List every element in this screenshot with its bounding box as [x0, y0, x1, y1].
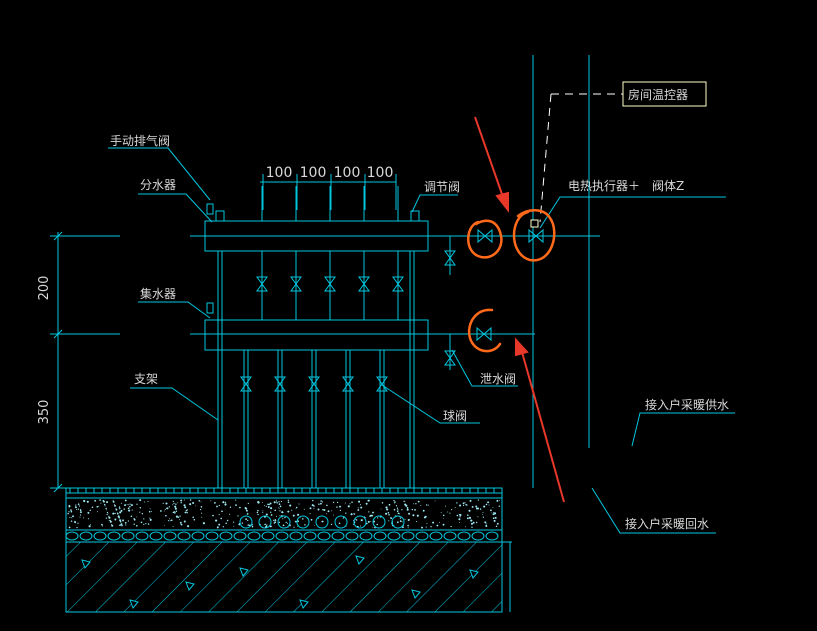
actuator-valve-body — [528, 228, 544, 244]
dimension-350: 350 — [37, 400, 52, 425]
label-regulating-valve: 调节阀 — [424, 180, 460, 194]
drain-valve-lower — [444, 350, 456, 366]
label-ball-valve: 球阀 — [443, 409, 467, 423]
branch-valve-upper — [392, 276, 404, 292]
dimension-lines — [50, 174, 397, 493]
annotation-circle-return-valve — [467, 308, 502, 353]
branch-valve-upper — [358, 276, 370, 292]
supply-manifold-body — [204, 220, 429, 252]
label-household-supply: 接入户采暖供水 — [645, 397, 729, 412]
label-manual-air-vent: 手动排气阀 — [110, 133, 170, 148]
ball-valve — [342, 376, 354, 392]
air-vent-top-left — [215, 210, 225, 222]
dimension-200: 200 — [37, 276, 52, 301]
floor-heating-pipe — [391, 515, 405, 529]
drain-valve-upper — [444, 250, 456, 266]
label-supply-manifold: 分水器 — [140, 178, 176, 192]
annotation-circle-regulating-valve — [467, 219, 503, 259]
floor-heating-pipe — [372, 515, 386, 529]
room-thermostat-group — [530, 81, 707, 228]
ball-valve — [240, 376, 252, 392]
return-valve — [476, 326, 492, 342]
manual-air-vent-return — [206, 302, 214, 314]
riser-pipes — [449, 55, 590, 488]
label-drain-valve: 泄水阀 — [480, 372, 516, 386]
floor-heating-pipe — [296, 515, 310, 529]
dimension-spacing-3: 100 — [334, 165, 361, 181]
annotation-circle-actuator — [512, 209, 556, 262]
actuator-head — [530, 219, 539, 228]
ball-valve — [308, 376, 320, 392]
label-electrothermal-actuator: 电热执行器＋ 阀体Z — [568, 179, 684, 193]
dimension-spacing-4: 100 — [367, 165, 394, 181]
branch-valve-upper — [324, 276, 336, 292]
annotation-arrows — [474, 116, 565, 503]
dimension-spacing-2: 100 — [300, 165, 327, 181]
concrete-slab — [65, 541, 503, 613]
floor-heating-pipe — [334, 515, 348, 529]
regulating-valve — [477, 228, 493, 244]
inline-valves — [444, 228, 544, 366]
ball-valve — [274, 376, 286, 392]
branch-valve-upper — [290, 276, 302, 292]
label-bracket: 支架 — [134, 372, 158, 386]
label-room-thermostat: 房间温控器 — [628, 87, 688, 102]
floor-heating-pipe — [239, 515, 253, 529]
dimension-spacing-1: 100 — [266, 165, 293, 181]
air-vent-top-right — [410, 210, 420, 222]
return-manifold-body — [204, 319, 429, 351]
label-household-return: 接入户采暖回水 — [625, 516, 709, 531]
branch-valve-upper — [256, 276, 268, 292]
floor-heating-pipe — [277, 515, 291, 529]
leader-lines — [108, 147, 735, 534]
label-return-manifold: 集水器 — [140, 286, 176, 301]
annotation-markup — [467, 209, 556, 353]
manifold-assembly — [190, 186, 600, 488]
floor-heating-pipe — [353, 515, 367, 529]
floor-heating-pipe — [315, 515, 329, 529]
floor-section — [65, 487, 512, 613]
ball-valve — [376, 376, 388, 392]
manual-air-vent-body — [206, 203, 214, 215]
floor-heating-pipe — [258, 515, 272, 529]
